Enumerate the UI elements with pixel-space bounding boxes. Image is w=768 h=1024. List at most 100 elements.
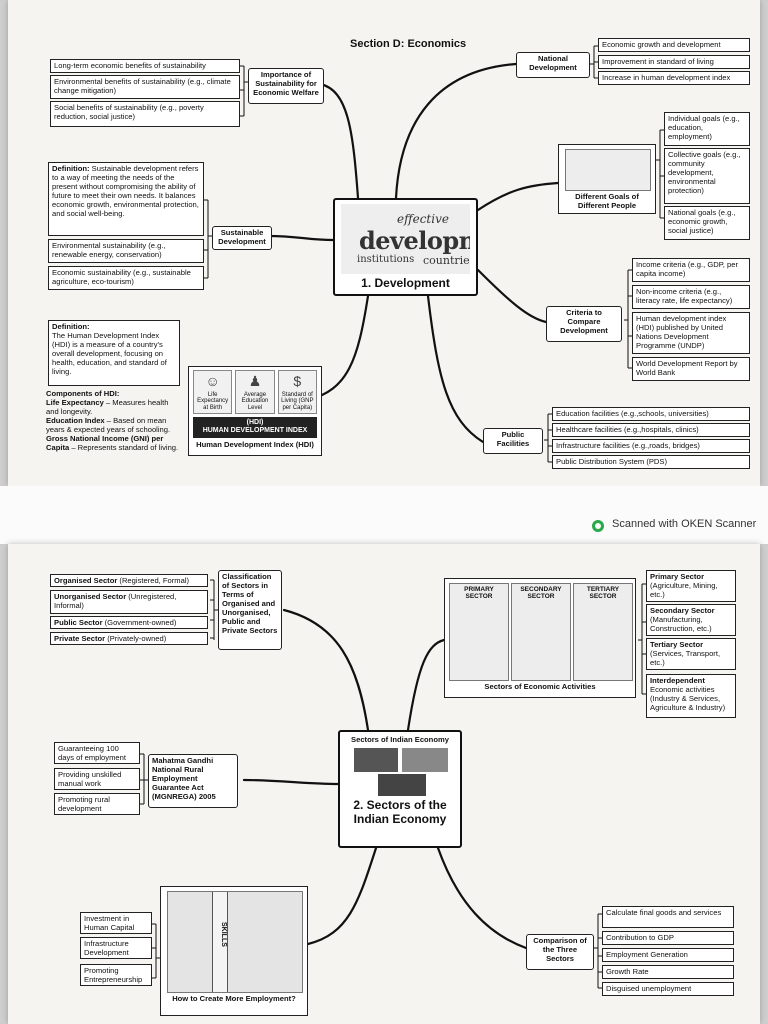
comparison-item-1: Calculate final goods and services	[602, 906, 734, 928]
classification-item-1-bold: Organised Sector	[54, 576, 117, 585]
cloud-word-effective: effective	[397, 212, 449, 226]
sustainable-definition-label: Definition:	[52, 164, 90, 173]
central-header: Sectors of Indian Economy	[340, 735, 460, 744]
hdi-edu-tile-label: Average Education Level	[236, 392, 273, 411]
hdi-living-tile: $Standard of Living (GNP per Capita)	[278, 370, 317, 414]
importance-item-2: Environmental benefits of sustainability…	[50, 75, 240, 99]
comparison-item-4: Growth Rate	[602, 965, 734, 979]
central-title-sectors: 2. Sectors of the Indian Economy	[340, 798, 460, 827]
hdi-ei-label: Education Index	[46, 416, 105, 425]
classification-item-1-rest: (Registered, Formal)	[117, 576, 189, 585]
scanner-bar	[0, 486, 768, 544]
classification-item-4: Private Sector (Privately-owned)	[50, 632, 208, 645]
baby-icon: ☺	[206, 374, 220, 389]
public-facilities-node: Public Facilities	[483, 428, 543, 454]
classification-item-3: Public Sector (Government-owned)	[50, 616, 208, 629]
mgnrega-item-2: Providing unskilled manual work	[54, 768, 140, 790]
sustainable-item-2: Economic sustainability (e.g., sustainab…	[48, 266, 204, 290]
tertiary-sector-img-label: TERTIARY SECTOR	[574, 586, 632, 600]
activity-item-3-rest: (Services, Transport, etc.)	[650, 649, 720, 667]
sustainable-definition-text: Sustainable development refers to a way …	[52, 164, 199, 218]
public-item-4: Public Distribution System (PDS)	[552, 455, 750, 469]
central-title: 1. Development	[335, 276, 476, 290]
classification-item-4-bold: Private Sector	[54, 634, 105, 643]
criteria-node: Criteria to Compare Development	[546, 306, 622, 342]
activity-item-1: Primary Sector (Agriculture, Mining, etc…	[646, 570, 736, 602]
criteria-item-4: World Development Report by World Bank	[632, 357, 750, 381]
employment-caption: How to Create More Employment?	[163, 995, 305, 1004]
activity-item-4: Interdependent Economic activities (Indu…	[646, 674, 736, 718]
hdi-education-tile: ♟ Average Education Level	[235, 370, 274, 414]
activity-item-3: Tertiary Sector (Services, Transport, et…	[646, 638, 736, 670]
cloud-word-development: development	[359, 226, 470, 255]
activity-item-4-rest: Economic activities (Industry & Services…	[650, 685, 725, 712]
employment-item-2: Infrastructure Development	[80, 937, 152, 959]
goals-item-1: Individual goals (e.g., education, emplo…	[664, 112, 750, 146]
comparison-item-3: Employment Generation	[602, 948, 734, 962]
hdi-definition-text: The Human Development Index (HDI) is a m…	[52, 332, 176, 377]
hdi-le-tile-label: Life Expectancy at Birth	[194, 392, 231, 411]
importance-sustainability-node: Importance of Sustainability for Economi…	[248, 68, 324, 104]
factory-photo	[378, 774, 426, 796]
section-title: Section D: Economics	[350, 38, 466, 50]
criteria-item-2: Non-income criteria (e.g., literacy rate…	[632, 285, 750, 309]
activity-item-2-bold: Secondary Sector	[650, 606, 715, 615]
hdi-band-short: (HDI)	[193, 419, 317, 427]
national-item-3: Increase in human development index	[598, 71, 750, 85]
different-goals-node: Different Goals of Different People	[558, 144, 656, 214]
hdi-le-label: Life Expectancy	[46, 398, 104, 407]
sectors-activities-caption: Sectors of Economic Activities	[445, 683, 635, 692]
comparison-item-2: Contribution to GDP	[602, 931, 734, 945]
hdi-life-expectancy-tile: ☺ Life Expectancy at Birth	[193, 370, 232, 414]
secondary-sector-sketch: SECONDARY SECTOR	[511, 583, 571, 681]
importance-item-1: Long-term economic benefits of sustainab…	[50, 59, 240, 73]
comparison-item-5: Disguised unemployment	[602, 982, 734, 996]
central-node-sectors: Sectors of Indian Economy 2. Sectors of …	[338, 730, 462, 848]
employment-illustration: SKILLS	[167, 891, 303, 993]
primary-sector-img-label: PRIMARY SECTOR	[450, 586, 508, 600]
hdi-caption: Human Development Index (HDI)	[189, 441, 321, 450]
sectors-activities-node: PRIMARY SECTOR SECONDARY SECTOR TERTIARY…	[444, 578, 636, 698]
activity-item-3-bold: Tertiary Sector	[650, 640, 703, 649]
employment-node: SKILLS How to Create More Employment?	[160, 886, 308, 1016]
activity-item-1-bold: Primary Sector	[650, 572, 704, 581]
classification-item-4-rest: (Privately-owned)	[105, 634, 166, 643]
tertiary-sector-sketch: TERTIARY SECTOR	[573, 583, 633, 681]
page-1-development: Section D: Economics effective developme…	[8, 0, 760, 486]
different-goals-caption: Different Goals of Different People	[561, 193, 653, 210]
sustainable-development-node: Sustainable Development	[212, 226, 272, 250]
oken-scanner-icon	[592, 520, 604, 532]
goals-illustration	[565, 149, 651, 191]
importance-item-3: Social benefits of sustainability (e.g.,…	[50, 101, 240, 127]
classification-item-3-rest: (Government-owned)	[103, 618, 177, 627]
classification-node: Classification of Sectors in Terms of Or…	[218, 570, 282, 650]
public-item-2: Healthcare facilities (e.g.,hospitals, c…	[552, 423, 750, 437]
hdi-definition: Definition: The Human Development Index …	[48, 320, 180, 386]
national-item-2: Improvement in standard of living	[598, 55, 750, 69]
central-node-development: effective development institutions count…	[333, 198, 478, 296]
criteria-item-1: Income criteria (e.g., GDP, per capita i…	[632, 258, 750, 282]
sector-photos	[340, 744, 460, 796]
classification-item-1: Organised Sector (Registered, Formal)	[50, 574, 208, 587]
goals-item-2: Collective goals (e.g., community develo…	[664, 148, 750, 204]
activity-item-4-bold: Interdependent	[650, 676, 705, 685]
activity-item-1-rest: (Agriculture, Mining, etc.)	[650, 581, 718, 599]
criteria-item-3: Human development index (HDI) published …	[632, 312, 750, 354]
mgnrega-node: Mahatma Gandhi National Rural Employment…	[148, 754, 238, 808]
cloud-word-countries: countries	[423, 254, 470, 267]
skills-word: SKILLS	[213, 922, 227, 947]
sustainable-definition: Definition: Sustainable development refe…	[48, 162, 204, 236]
public-item-1: Education facilities (e.g.,schools, univ…	[552, 407, 750, 421]
comparison-node: Comparison of the Three Sectors	[526, 934, 594, 970]
truck-photo	[402, 748, 448, 772]
national-development-node: National Development	[516, 52, 590, 78]
hdi-image-node: ☺ Life Expectancy at Birth ♟ Average Educa…	[188, 366, 322, 456]
students-icon: ♟	[249, 374, 262, 389]
mgnrega-item-3: Promoting rural development	[54, 793, 140, 815]
cloud-word-institutions: institutions	[357, 254, 414, 265]
activity-item-2: Secondary Sector (Manufacturing, Constru…	[646, 604, 736, 636]
development-word-cloud: effective development institutions count…	[341, 204, 470, 274]
classification-item-2-bold: Unorganised Sector	[54, 592, 126, 601]
national-item-1: Economic growth and development	[598, 38, 750, 52]
skills-pillar: SKILLS	[212, 892, 228, 992]
